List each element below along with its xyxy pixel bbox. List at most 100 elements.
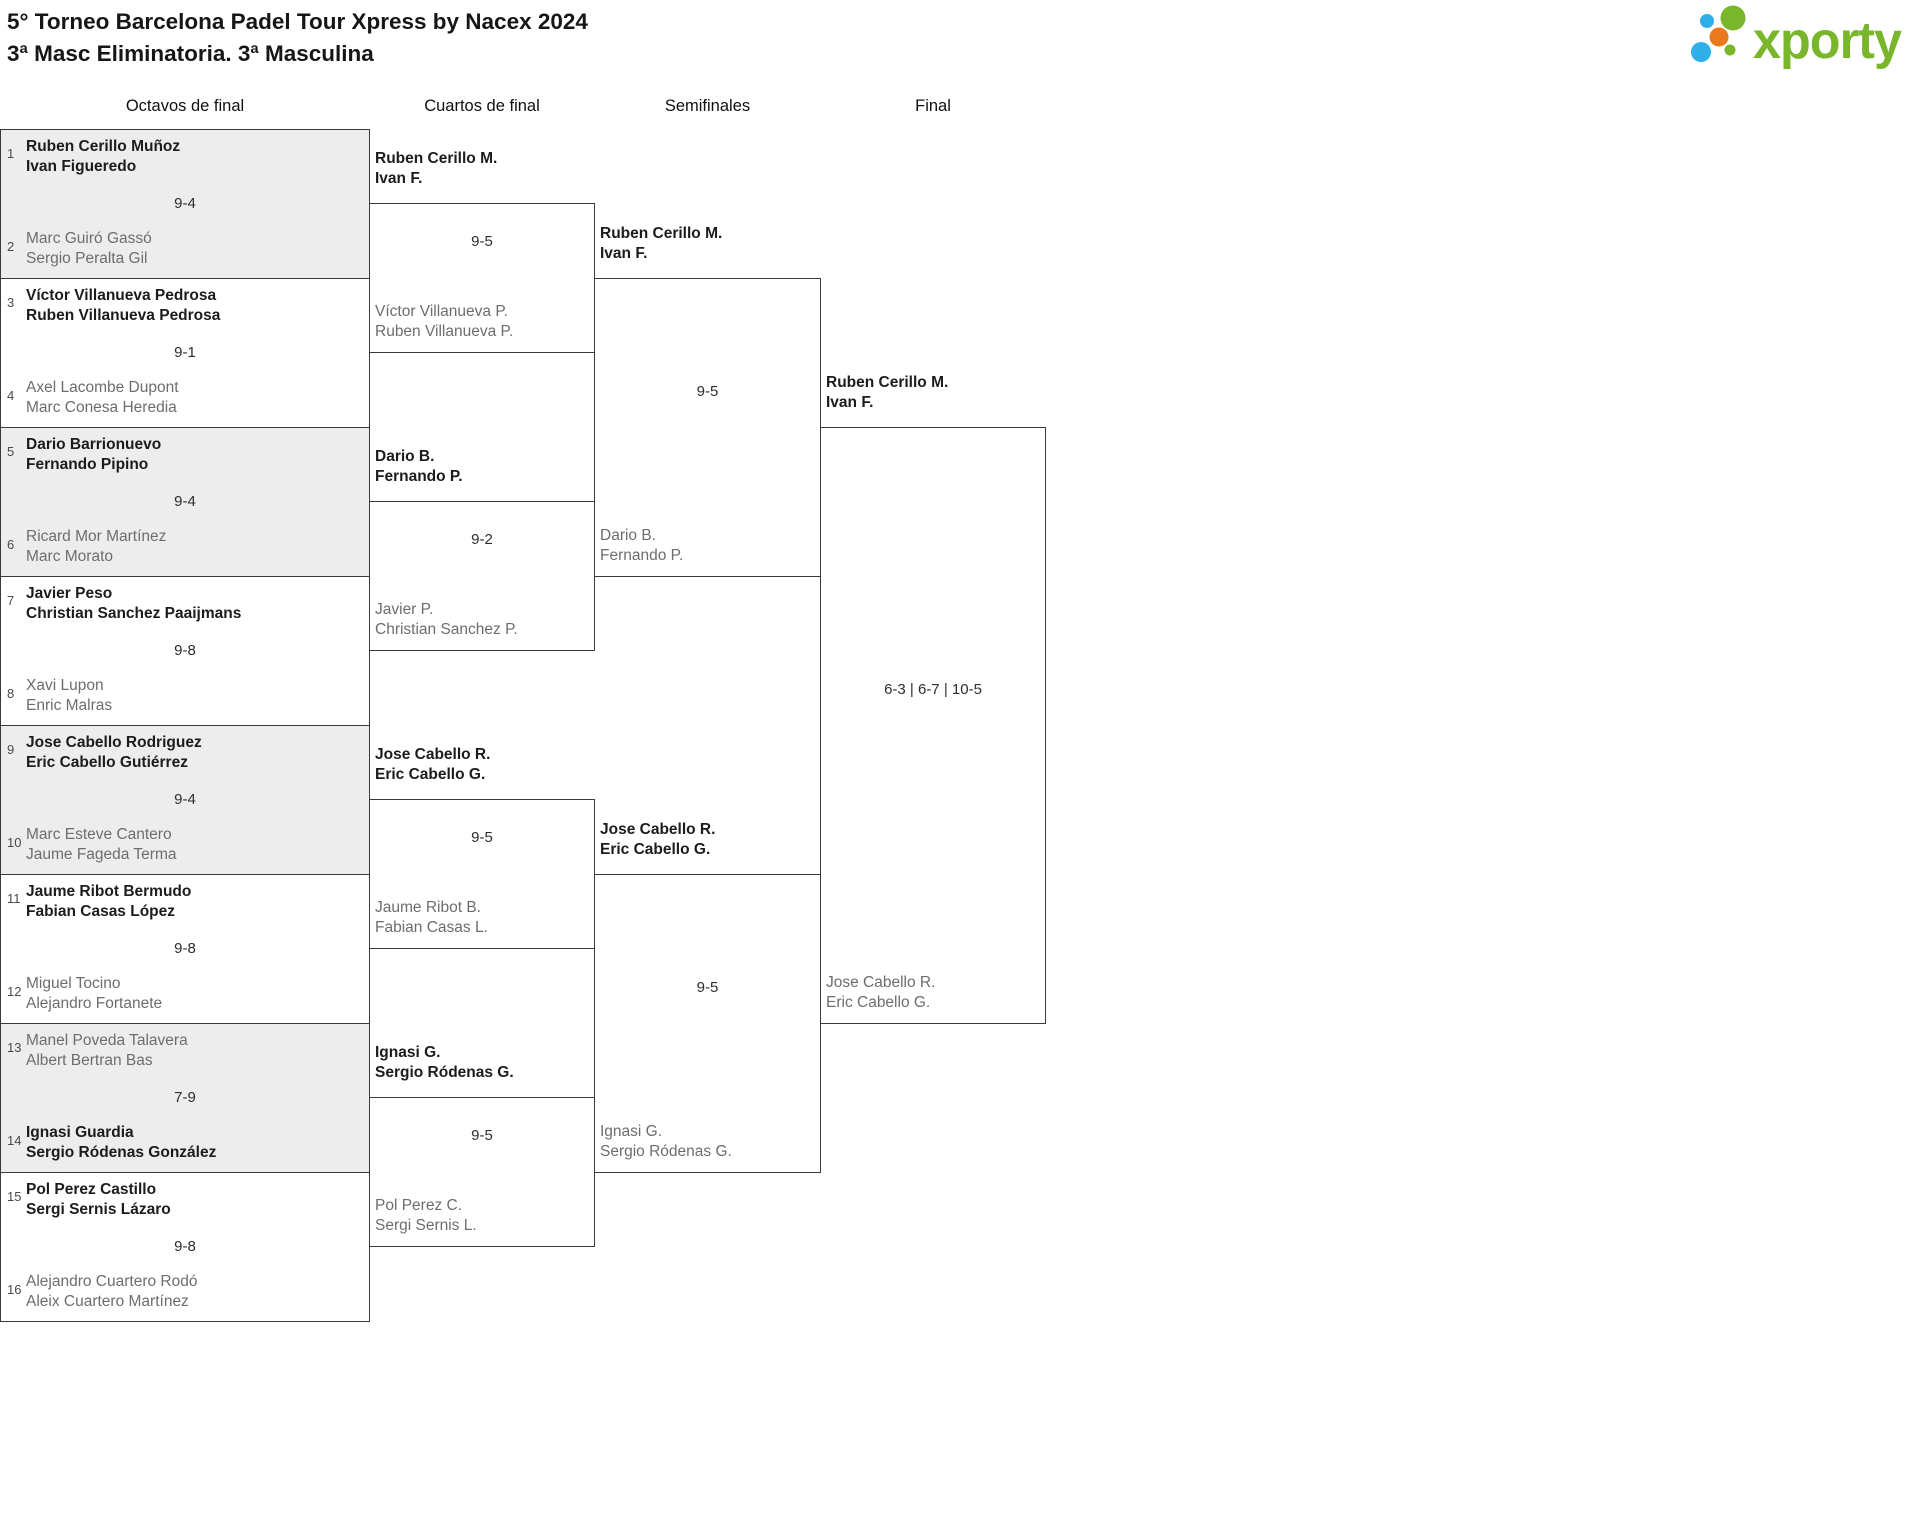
match-score: 9-4 xyxy=(174,791,196,808)
match-score: 9-4 xyxy=(174,195,196,212)
team-player-name: Eric Cabello Gutiérrez xyxy=(26,753,188,771)
team-player-name: Sergio Ródenas G. xyxy=(375,1063,514,1081)
seed-number: 2 xyxy=(7,239,15,254)
round-header-octavos: Octavos de final xyxy=(125,97,245,115)
advancing-team-label: Jose Cabello R. Eric Cabello G. xyxy=(600,820,715,859)
team-player-name: Dario Barrionuevo xyxy=(26,436,162,453)
tournament-title: 5° Torneo Barcelona Padel Tour Xpress by… xyxy=(7,9,588,34)
xporty-logo[interactable]: xporty xyxy=(1684,3,1916,79)
match-box-octavos-5 xyxy=(0,725,370,875)
category-subtitle: 3ª Masc Eliminatoria. 3ª Masculina xyxy=(7,41,374,66)
team-player-name: Sergi Sernis Lázaro xyxy=(26,1200,171,1218)
team-player-name: Ignasi G. xyxy=(375,1044,441,1061)
team-player-name: Eric Cabello G. xyxy=(826,993,931,1011)
seed-number: 3 xyxy=(7,295,15,310)
logo-dot-orange xyxy=(1709,27,1729,47)
advancing-team-label: Ruben Cerillo M.Ivan F. xyxy=(600,224,722,263)
team-player-name: Jose Cabello R. xyxy=(375,746,491,763)
advancing-team-label: Javier P.Christian Sanchez P. xyxy=(375,600,518,639)
team-player-name: Ivan Figueredo xyxy=(26,157,137,175)
team-player-name: Sergio Peralta Gil xyxy=(26,249,148,267)
team-player-name: Ivan F. xyxy=(600,244,648,262)
logo-dot-green-small xyxy=(1724,44,1736,56)
team-player-name: Marc Morato xyxy=(26,547,113,565)
team-player-name: Javier Peso xyxy=(26,585,113,602)
team-player-name: Javier P. xyxy=(375,601,434,618)
team-player-name: Fernando Pipino xyxy=(26,455,149,473)
team-player-name: Ruben Villanueva Pedrosa xyxy=(26,306,221,324)
logo-dot-blue-small xyxy=(1700,14,1714,28)
team-player-name: Jaume Ribot B. xyxy=(375,899,481,916)
team-player-name: Sergi Sernis L. xyxy=(375,1216,477,1234)
team-player-name: Ruben Villanueva P. xyxy=(375,322,514,340)
round-header-final: Final xyxy=(915,97,951,115)
advancing-team-label: Dario B.Fernando P. xyxy=(600,526,683,565)
team-player-name: Ivan F. xyxy=(826,393,874,411)
team-player-name: Sergio Ródenas González xyxy=(26,1143,217,1161)
team-player-name: Marc Esteve Cantero xyxy=(26,826,172,843)
match-box-final-1 xyxy=(820,427,1046,1024)
advancing-team-label: Ruben Cerillo M.Ivan F. xyxy=(375,149,497,188)
team-player-name: Jose Cabello R. xyxy=(826,974,936,991)
seed-number: 16 xyxy=(7,1282,22,1297)
team-player-name: Jaume Ribot Bermudo xyxy=(26,883,192,900)
team-player-name: Fernando P. xyxy=(600,546,684,564)
team-player-name: Jose Cabello R. xyxy=(600,821,716,838)
seed-number: 6 xyxy=(7,537,15,552)
team-player-name: Sergio Ródenas G. xyxy=(600,1142,732,1160)
match-score: 9-1 xyxy=(174,344,196,361)
team-player-name: Marc Guiró Gassó xyxy=(26,230,152,247)
team-player-name: Eric Cabello G. xyxy=(375,765,486,783)
seed-number: 13 xyxy=(7,1040,22,1055)
team-player-name: Alejandro Cuartero Rodó xyxy=(26,1273,198,1290)
seed-number: 1 xyxy=(7,146,15,161)
team-player-name: Pol Perez Castillo xyxy=(26,1181,157,1198)
team-player-name: Jose Cabello Rodriguez xyxy=(26,734,202,751)
team-player-name: Pol Perez C. xyxy=(375,1197,463,1214)
advancing-team-label: Ignasi G. Sergio Ródenas G. xyxy=(600,1122,732,1161)
team-player-name: Marc Conesa Heredia xyxy=(26,398,177,416)
seed-number: 12 xyxy=(7,984,22,999)
advancing-team-label: Dario B.Fernando P. xyxy=(375,447,463,486)
logo-wordmark: xporty xyxy=(1753,12,1902,70)
advancing-team-label: Jose Cabello R. Eric Cabello G. xyxy=(826,973,935,1012)
match-score: 9-5 xyxy=(696,383,719,400)
advancing-team-label: Víctor Villanueva P. Ruben Villanueva P. xyxy=(375,302,513,341)
team-player-name: Miguel Tocino xyxy=(26,975,121,992)
team-player-name: Fabian Casas L. xyxy=(375,918,488,936)
match-score: 9-2 xyxy=(471,531,493,548)
team-player-name: Eric Cabello G. xyxy=(600,840,711,858)
match-score: 9-5 xyxy=(471,233,493,250)
team-player-name: Ignasi G. xyxy=(600,1123,663,1140)
seed-number: 7 xyxy=(7,593,15,608)
team-player-name: Aleix Cuartero Martínez xyxy=(26,1292,189,1310)
logo-dot-blue-big xyxy=(1691,42,1711,62)
match-score: 7-9 xyxy=(174,1089,196,1106)
team-player-name: Víctor Villanueva P. xyxy=(375,303,508,320)
match-score: 6-3 | 6-7 | 10-5 xyxy=(884,681,982,698)
team-player-name: Víctor Villanueva Pedrosa xyxy=(26,287,217,304)
round-header-cuartos: Cuartos de final xyxy=(424,97,540,115)
team-player-name: Alejandro Fortanete xyxy=(26,994,163,1012)
round-header-semifinales: Semifinales xyxy=(664,97,751,115)
team-player-name: Fernando P. xyxy=(375,467,463,485)
match-score: 9-4 xyxy=(174,493,196,510)
match-box-octavos-8 xyxy=(0,1172,370,1322)
seed-number: 9 xyxy=(7,742,15,757)
team-player-name: Ricard Mor Martínez xyxy=(26,528,167,545)
team-player-name: Christian Sanchez Paaijmans xyxy=(26,604,242,622)
team-player-name: Ruben Cerillo Muñoz xyxy=(26,138,181,155)
advancing-team-label: Ignasi G. Sergio Ródenas G. xyxy=(375,1043,514,1082)
logo-dot-green-big xyxy=(1720,5,1746,31)
